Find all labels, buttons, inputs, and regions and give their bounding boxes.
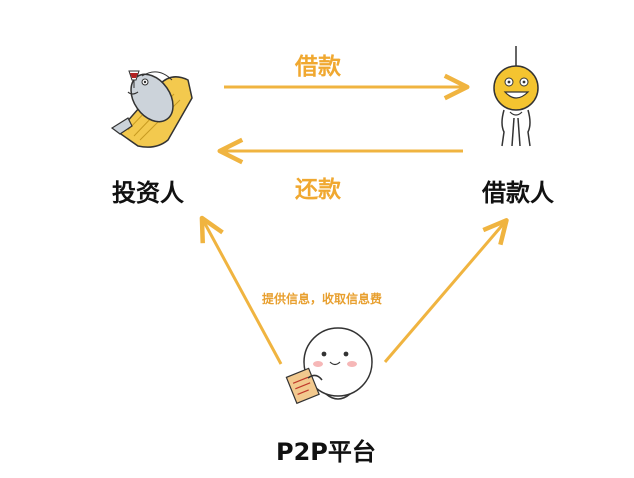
repay-label: 还款 [295,177,341,203]
hanging-smiley-icon [493,46,539,147]
borrower-label: 借款人 [482,179,554,207]
fish-on-sofa-icon [110,70,193,148]
borrow-label: 借款 [295,54,341,80]
platform-note-label: 提供信息，收取信息费 [262,292,383,306]
investor-label: 投资人 [112,179,184,207]
round-mascot-with-document-icon [285,327,373,405]
platform-to-borrower-arrow [383,218,509,363]
platform-label: P2P平台 [276,438,376,466]
platform-to-investor-arrow [199,215,283,365]
